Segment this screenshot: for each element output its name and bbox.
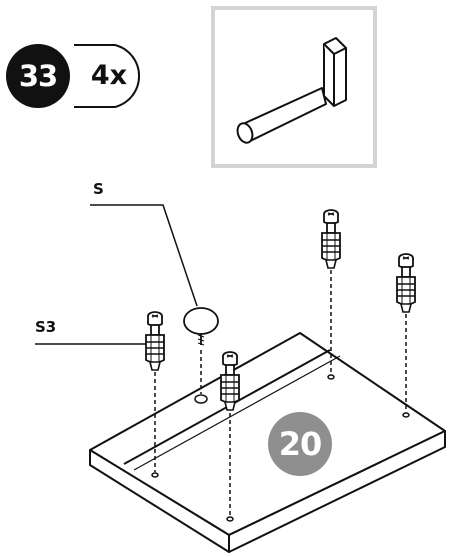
dowel-connector <box>221 352 239 410</box>
detail-drawing <box>211 6 377 168</box>
leader-lines <box>35 205 197 344</box>
part-label-s: S <box>93 180 104 198</box>
dowel-connector <box>322 210 340 268</box>
cam-cap <box>184 308 218 345</box>
dowel-connector <box>146 312 164 370</box>
connector-bolt-icon <box>235 38 346 145</box>
dowel-connector <box>397 254 415 312</box>
part-number-badge: 20 <box>268 412 332 476</box>
part-label-s3: S3 <box>35 318 56 336</box>
quantity-label: 4x <box>76 44 142 108</box>
